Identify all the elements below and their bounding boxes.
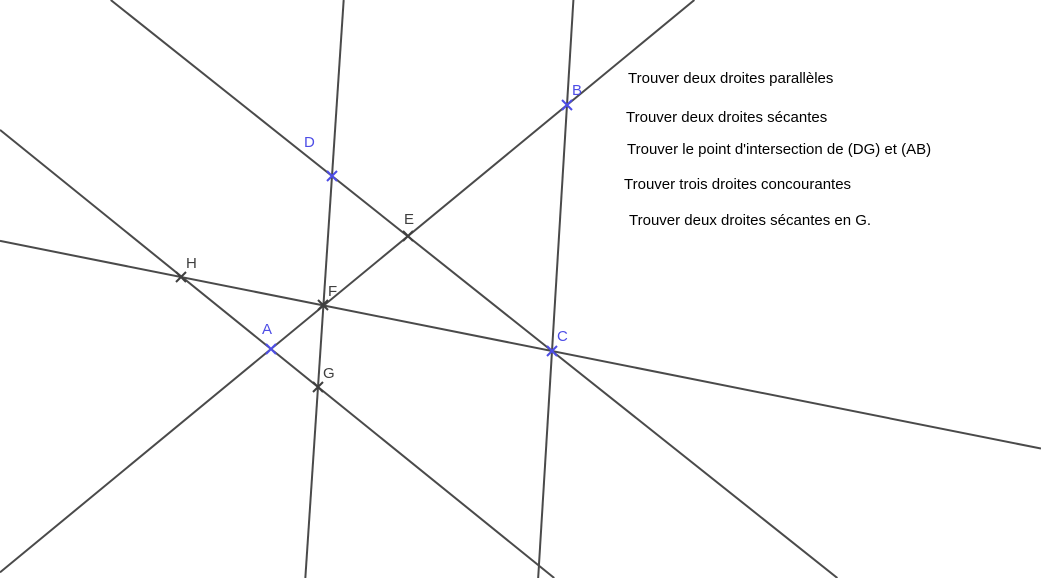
point-h-cross-stroke bbox=[175, 271, 187, 283]
point-f[interactable]: F bbox=[317, 283, 337, 311]
point-g-label: G bbox=[323, 365, 335, 382]
points-layer: A B C D E F G H bbox=[175, 82, 582, 393]
point-e-cross-stroke bbox=[402, 230, 414, 242]
point-b-label: B bbox=[572, 82, 582, 99]
point-b-cross-stroke bbox=[561, 99, 573, 111]
instruction-concurrent-lines: Trouver trois droites concourantes bbox=[624, 176, 852, 193]
point-a-label: A bbox=[262, 321, 272, 338]
point-e-label: E bbox=[404, 211, 414, 228]
point-e[interactable]: E bbox=[402, 211, 414, 242]
point-h-label: H bbox=[186, 255, 197, 272]
instruction-secant-in-g: Trouver deux droites sécantes en G. bbox=[629, 212, 872, 229]
line-bc[interactable] bbox=[537, 0, 575, 578]
instruction-secant-lines: Trouver deux droites sécantes bbox=[626, 109, 828, 126]
point-g[interactable]: G bbox=[312, 365, 335, 393]
instruction-parallel-lines: Trouver deux droites parallèles bbox=[628, 70, 834, 87]
point-h[interactable]: H bbox=[175, 255, 197, 283]
line-ag[interactable] bbox=[0, 129, 555, 578]
line-dc[interactable] bbox=[110, 0, 838, 578]
line-hc[interactable] bbox=[0, 239, 1041, 450]
instruction-intersection-dg-ab: Trouver le point d'intersection de (DG) … bbox=[627, 141, 932, 158]
point-g-cross-stroke bbox=[312, 381, 324, 393]
point-c[interactable]: C bbox=[546, 328, 568, 357]
point-f-label: F bbox=[328, 283, 337, 300]
point-c-cross-stroke bbox=[546, 345, 558, 357]
point-a[interactable]: A bbox=[262, 321, 277, 355]
point-c-label: C bbox=[557, 328, 568, 345]
point-f-cross-stroke bbox=[317, 299, 329, 311]
point-a-cross-stroke bbox=[265, 343, 277, 355]
point-d[interactable]: D bbox=[304, 134, 338, 182]
line-ab[interactable] bbox=[0, 0, 696, 574]
point-d-label: D bbox=[304, 134, 315, 151]
point-d-cross-stroke bbox=[326, 170, 338, 182]
point-b[interactable]: B bbox=[561, 82, 582, 111]
line-dg[interactable] bbox=[304, 0, 345, 578]
